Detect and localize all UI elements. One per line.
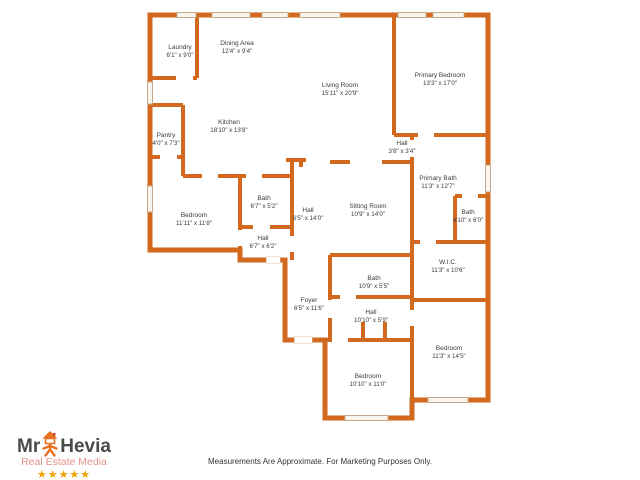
five-star-rating: ★★★★★ [36,469,92,480]
exterior-wall-outline [147,12,491,421]
logo-brand: Mr Hevia [12,431,116,457]
logo: Mr Hevia Real Estate Media ★★★★★ [12,431,116,480]
door-openings [265,256,313,344]
interior-walls [150,15,488,400]
logo-brand-prefix: Mr [17,436,41,457]
exterior-walls [147,12,491,421]
logo-tagline: Real Estate Media [21,456,107,468]
house-person-icon [42,431,58,457]
windows [147,12,491,421]
logo-brand-suffix: Hevia [60,436,111,457]
disclaimer-text: Measurements Are Approximate. For Market… [208,457,432,466]
